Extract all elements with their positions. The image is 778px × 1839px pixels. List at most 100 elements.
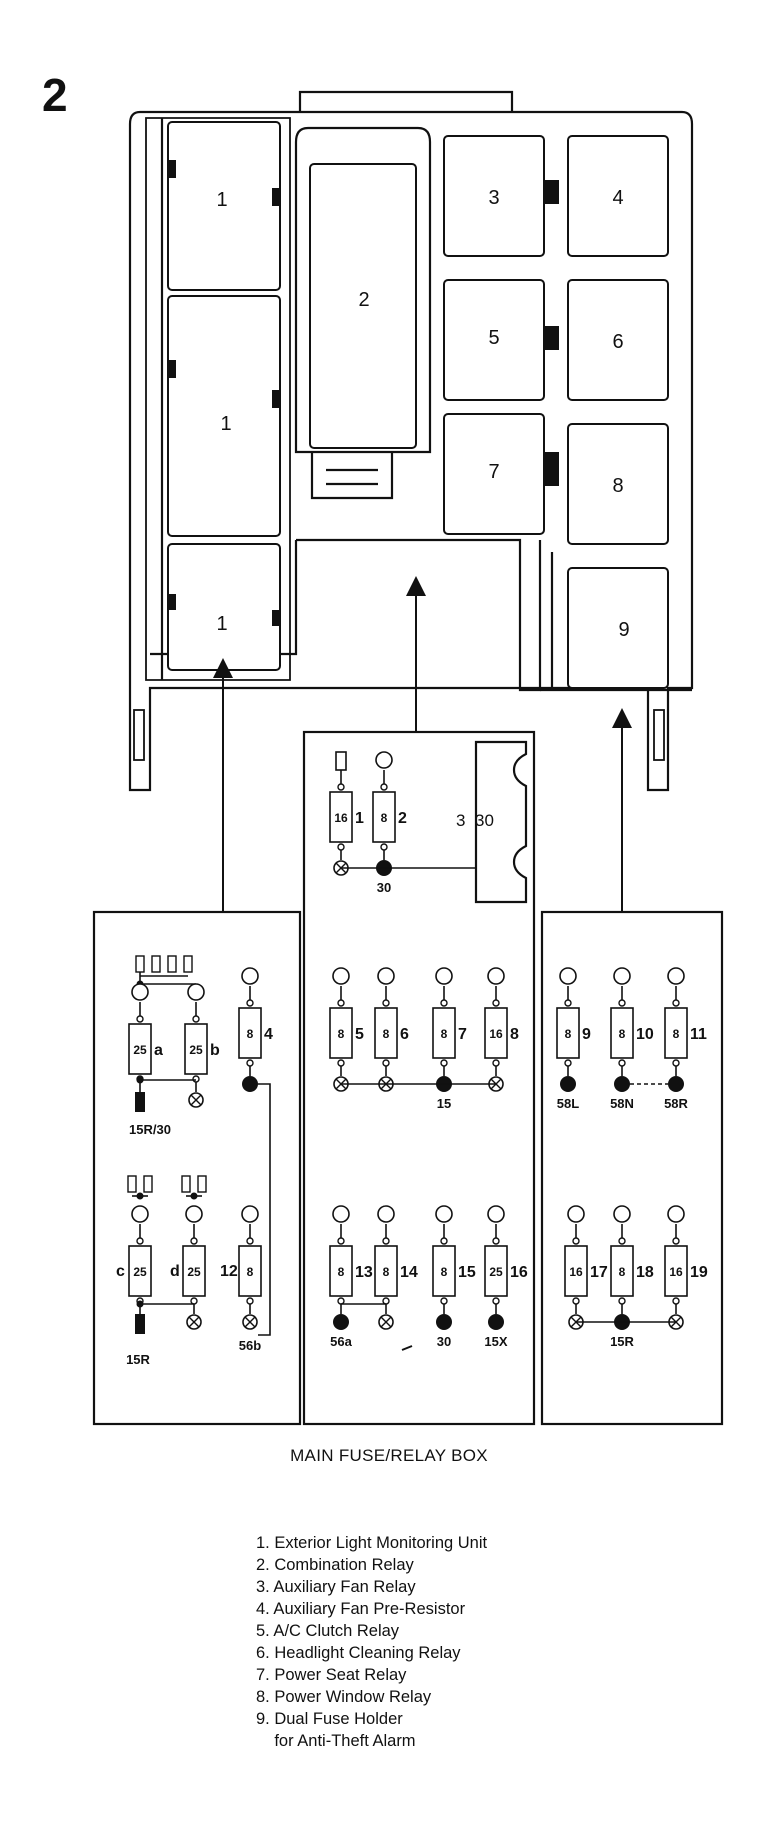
fuse-number: 11 — [690, 1026, 707, 1043]
fuse-number: 18 — [636, 1264, 654, 1281]
fuse-10: 8 10 — [610, 967, 654, 1092]
junction-dot — [136, 1300, 144, 1308]
relay-socket-2 — [309, 163, 417, 449]
fuse-number: 4 — [264, 1026, 273, 1043]
fuse-1: 16 1 — [329, 751, 364, 876]
fuse-number: 6 — [400, 1026, 409, 1043]
fuse-rating: 8 — [383, 1027, 390, 1041]
item-3-label: 3 — [456, 811, 465, 830]
fuse-number: 17 — [590, 1264, 608, 1281]
fuse-number: 13 — [355, 1264, 373, 1281]
fuse-: 25 — [128, 1205, 152, 1334]
relay-label-1b: 1 — [220, 413, 231, 435]
fuse-rating: 16 — [669, 1265, 683, 1279]
fuse-number: 9 — [582, 1026, 591, 1043]
socket-clips — [168, 160, 559, 626]
connector-pin — [183, 955, 193, 973]
terminal-label: 56a — [330, 1334, 352, 1349]
relay-socket-6 — [567, 279, 669, 401]
relay-socket-7 — [443, 413, 545, 535]
relay-label-7: 7 — [488, 461, 499, 483]
legend-item: 7. Power Seat Relay — [256, 1666, 407, 1684]
relay-label-5: 5 — [488, 327, 499, 349]
connector-pin — [167, 955, 177, 973]
relay-label-4: 4 — [612, 187, 623, 209]
fuse-rating: 8 — [441, 1265, 448, 1279]
legend-item: 3. Auxiliary Fan Relay — [256, 1578, 416, 1596]
fuse-number: 1 — [355, 810, 364, 827]
fuse-rating: 8 — [619, 1265, 626, 1279]
center-fuse-panel — [302, 730, 536, 1426]
fuse-: 8 — [238, 1205, 262, 1330]
relay-socket-3 — [443, 135, 545, 257]
fuse-number: d — [170, 1263, 180, 1280]
fuse-8: 16 8 — [484, 967, 519, 1092]
link-wire — [258, 1083, 271, 1336]
fuse-number: 7 — [458, 1026, 467, 1043]
fuse-rating: 25 — [133, 1043, 147, 1057]
right-fuse-panel — [540, 910, 724, 1426]
relay-label-2: 2 — [358, 289, 369, 311]
fuse-rating: 16 — [569, 1265, 583, 1279]
fuse-rating: 8 — [338, 1027, 345, 1041]
terminal-label: 58N — [610, 1096, 634, 1111]
fuse-rating: 8 — [619, 1027, 626, 1041]
dual-fuse-holder-3 — [474, 740, 528, 904]
terminal-label: 15R — [126, 1352, 150, 1367]
fuse-rating: 8 — [383, 1265, 390, 1279]
relay-labels: 1 1 1 2 3 4 5 6 7 8 9 — [216, 187, 629, 641]
fuse-number: b — [210, 1042, 220, 1059]
junction-dot — [136, 1076, 144, 1084]
relay-socket-9 — [567, 567, 669, 689]
fuse-panels — [92, 730, 724, 1426]
fuse-number: 12 — [220, 1263, 238, 1280]
fuse-number: 10 — [636, 1026, 654, 1043]
terminal-label: 30 — [437, 1334, 451, 1349]
fuse-13: 8 13 — [329, 1205, 373, 1330]
relay-label-9: 9 — [618, 619, 629, 641]
legend: 1. Exterior Light Monitoring Unit 2. Com… — [256, 1532, 487, 1752]
terminal-label: 56b — [239, 1338, 261, 1353]
legend-item: 6. Headlight Cleaning Relay — [256, 1644, 461, 1662]
fuse-number: a — [154, 1042, 163, 1059]
fuse-rating: 16 — [489, 1027, 503, 1041]
connector-pin — [135, 955, 145, 973]
relay-sockets — [167, 121, 669, 689]
legend-item: for Anti-Theft Alarm — [256, 1732, 416, 1750]
fuse-number: 15 — [458, 1264, 476, 1281]
fuse-number: 2 — [398, 810, 407, 827]
junction-dot — [136, 1192, 144, 1200]
relay-socket-1c — [167, 543, 281, 671]
relay-socket-4 — [567, 135, 669, 257]
legend-item: 1. Exterior Light Monitoring Unit — [256, 1534, 488, 1552]
relay-label-1a: 1 — [216, 189, 227, 211]
terminal-label: 58R — [664, 1096, 688, 1111]
relay-label-6: 6 — [612, 331, 623, 353]
fuse-a: 25 a — [128, 983, 163, 1112]
relay-socket-8 — [567, 423, 669, 545]
legend-item: 4. Auxiliary Fan Pre-Resistor — [256, 1600, 466, 1618]
relay-label-1c: 1 — [216, 613, 227, 635]
legend-item: 5. A/C Clutch Relay — [256, 1622, 400, 1640]
terminal-label: 58L — [557, 1096, 579, 1111]
fuse-rating: 8 — [441, 1027, 448, 1041]
fuse-rating: 8 — [338, 1265, 345, 1279]
fuse-rating: 8 — [381, 811, 388, 825]
fuse-number: 8 — [510, 1026, 519, 1043]
figure-number: 2 — [42, 69, 68, 121]
fuse-rating: 8 — [565, 1027, 572, 1041]
fuse-number: 19 — [690, 1264, 708, 1281]
fuse-rating: 16 — [334, 811, 348, 825]
terminal-label: 30 — [377, 880, 391, 895]
fuse-number: 5 — [355, 1026, 364, 1043]
fuse-rating: 25 — [187, 1265, 201, 1279]
fuse-18: 8 18 — [610, 1205, 654, 1330]
